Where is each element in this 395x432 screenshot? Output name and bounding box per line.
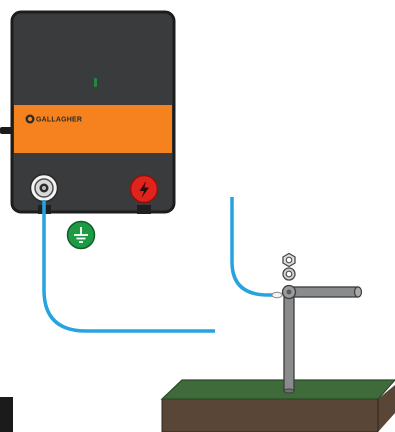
energizer-unit: GALLAGHER — [10, 10, 176, 214]
soil-front — [161, 398, 379, 432]
nut-icon — [282, 252, 296, 268]
ground-rod-lead-wire — [230, 197, 279, 297]
status-light — [94, 78, 97, 87]
earth-ground-icon — [66, 220, 96, 250]
brand-stripe — [14, 105, 172, 153]
soil-block — [160, 379, 395, 432]
brand-name: GALLAGHER — [36, 117, 82, 124]
ground-rod — [283, 294, 295, 394]
corner-panel — [0, 397, 13, 432]
clamp-joint — [281, 284, 297, 300]
earth-lead-wire — [42, 200, 215, 333]
lightning-bolt-icon — [139, 181, 149, 198]
soil-top — [160, 379, 395, 400]
fence-terminal — [129, 174, 159, 214]
wire-lug — [271, 291, 283, 299]
gallagher-logo: GALLAGHER — [25, 114, 82, 124]
clamp-bar — [288, 286, 363, 298]
washer-icon — [282, 267, 296, 281]
